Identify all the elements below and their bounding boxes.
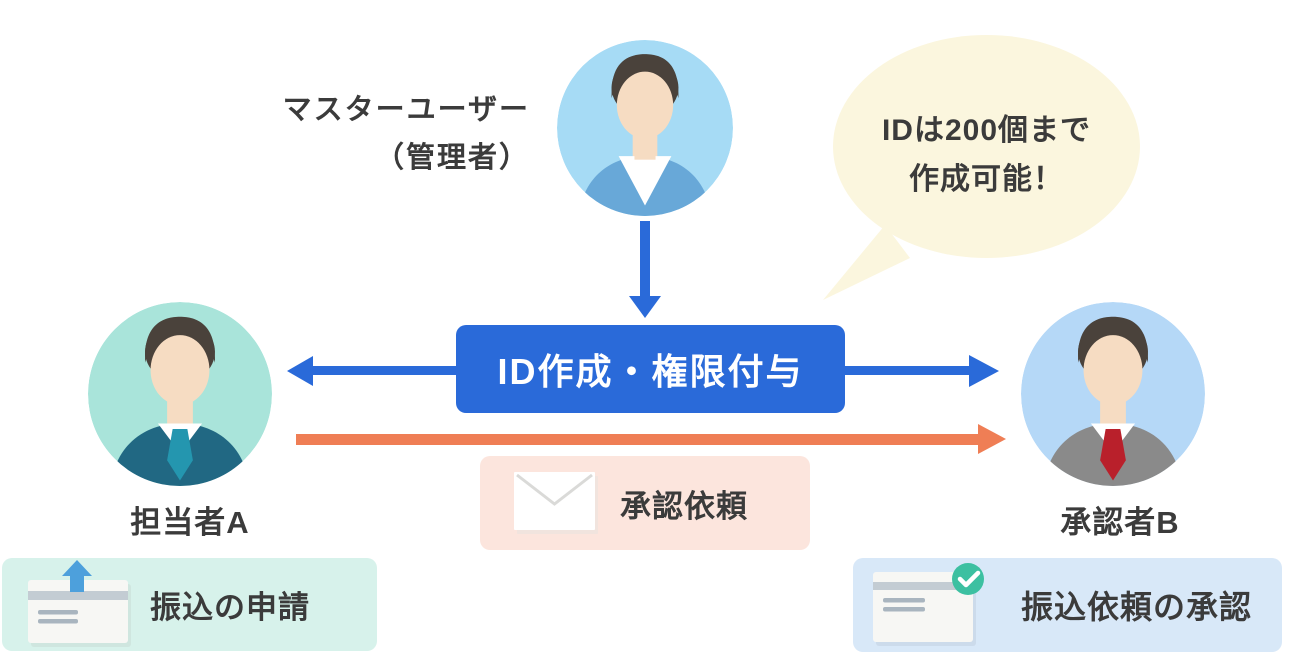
person-b-label: 承認者B [1060,505,1180,540]
id-grant-box: ID作成・権限付与 [456,325,845,413]
speech-bubble: IDは200個まで 作成可能！ [833,35,1140,258]
person-icon [88,302,272,486]
master-user-label-line1: マスターユーザー [282,94,530,126]
approval-request-box: 承認依頼 [480,456,810,550]
bubble-text-line1: IDは200個まで [881,113,1092,147]
arrow-to-person-a-shaft [311,366,456,375]
transfer-application-label: 振込の申請 [150,590,310,625]
arrow-to-person-b-head-icon [969,355,999,387]
master-user-label-line2: （管理者） [374,142,530,174]
transfer-approval-box: 振込依頼の承認 [853,558,1282,652]
person-a-label: 担当者A [130,505,250,540]
approval-flow-arrow-head-icon [978,424,1006,454]
document-upload-icon [28,559,131,647]
master-down-arrow-shaft [640,221,650,298]
arrow-to-person-b-shaft [845,366,970,375]
id-grant-label: ID作成・権限付与 [497,351,804,392]
master-down-arrow-head-icon [629,296,661,318]
person-icon [557,40,733,216]
bubble-text-line2: 作成可能！ [909,162,1064,196]
document-check-icon [873,563,984,646]
upload-arrow-icon [62,559,92,592]
check-icon [952,563,984,595]
approval-request-label: 承認依頼 [620,488,748,524]
avatar-master-user [557,40,733,216]
arrow-to-person-a-head-icon [287,356,313,386]
envelope-icon [514,472,598,534]
avatar-person-b [1021,302,1205,486]
speech-bubble-tail [823,225,910,300]
transfer-application-box: 振込の申請 [2,558,377,651]
person-icon [1021,302,1205,486]
transfer-approval-label: 振込依頼の承認 [1021,589,1253,625]
avatar-person-a [88,302,272,486]
approval-flow-arrow-shaft [296,434,980,445]
master-user-label: マスターユーザー （管理者） [283,86,530,182]
